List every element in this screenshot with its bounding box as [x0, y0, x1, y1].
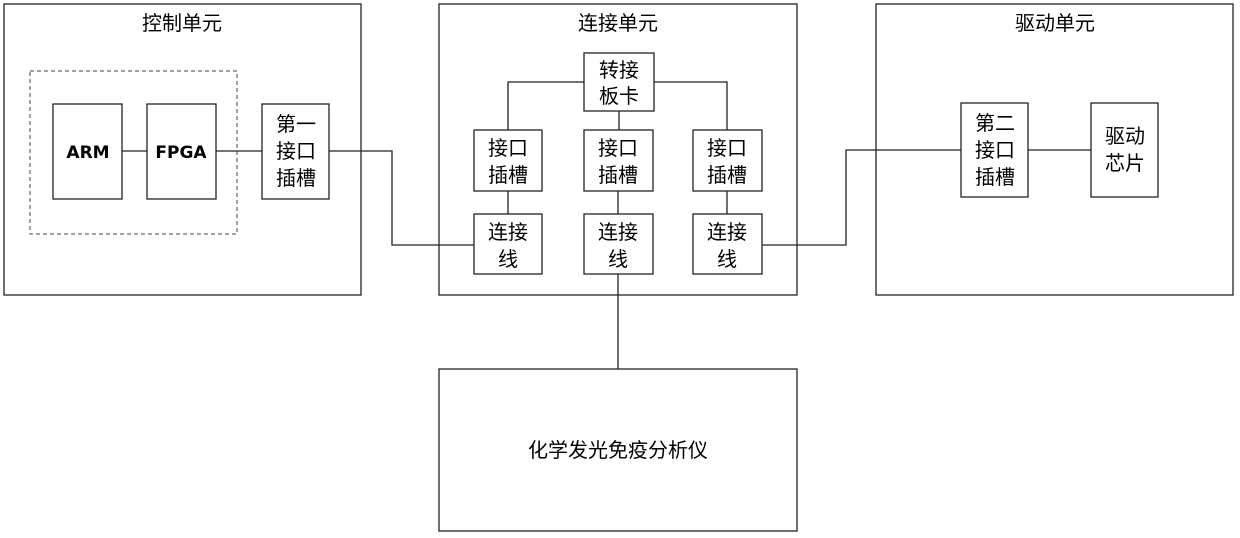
arm-label: ARM: [66, 143, 109, 163]
interface-slot-middle-line-1: 接口: [598, 136, 638, 160]
driver-chip: [1091, 103, 1158, 197]
cable-middle-line-1: 连接: [598, 220, 638, 244]
interface-slot-middle-line-2: 插槽: [598, 163, 638, 187]
cable-right-line-2: 线: [717, 247, 737, 271]
analyzer-unit: 化学发光免疫分析仪: [439, 369, 797, 531]
first-slot-line-3: 插槽: [276, 166, 316, 190]
control-unit: 控制单元 ARM FPGA 第一 接口 插槽: [4, 4, 361, 295]
cable-left-line-2: 线: [498, 247, 518, 271]
connection-unit-title: 连接单元: [578, 11, 658, 35]
cable-right-line-1: 连接: [707, 220, 747, 244]
first-slot-line-2: 接口: [276, 139, 316, 163]
interface-slot-left-line-1: 接口: [488, 136, 528, 160]
second-slot-line-1: 第二: [975, 111, 1015, 135]
analyzer-label: 化学发光免疫分析仪: [528, 438, 708, 462]
driver-chip-line-2: 芯片: [1105, 151, 1145, 175]
interface-slot-right-line-1: 接口: [707, 136, 747, 160]
interface-slot-left-line-2: 插槽: [488, 163, 528, 187]
drive-unit-title: 驱动单元: [1015, 11, 1095, 35]
second-slot-line-2: 接口: [975, 138, 1015, 162]
fpga-label: FPGA: [155, 143, 207, 163]
driver-chip-line-1: 驱动: [1105, 124, 1145, 148]
cable-left-line-1: 连接: [488, 220, 528, 244]
cable-middle-line-2: 线: [608, 247, 628, 271]
adapter-board-line-2: 板卡: [599, 84, 639, 108]
control-unit-title: 控制单元: [142, 11, 222, 35]
first-slot-line-1: 第一: [276, 112, 316, 136]
interface-slot-right-line-2: 插槽: [707, 163, 747, 187]
second-slot-line-3: 插槽: [975, 165, 1015, 189]
adapter-board-line-1: 转接: [599, 58, 639, 82]
connection-unit: 连接单元 转接 板卡 接口 插槽 接口 插槽 接口 插槽 连接 线 连接 线 连…: [439, 4, 797, 295]
